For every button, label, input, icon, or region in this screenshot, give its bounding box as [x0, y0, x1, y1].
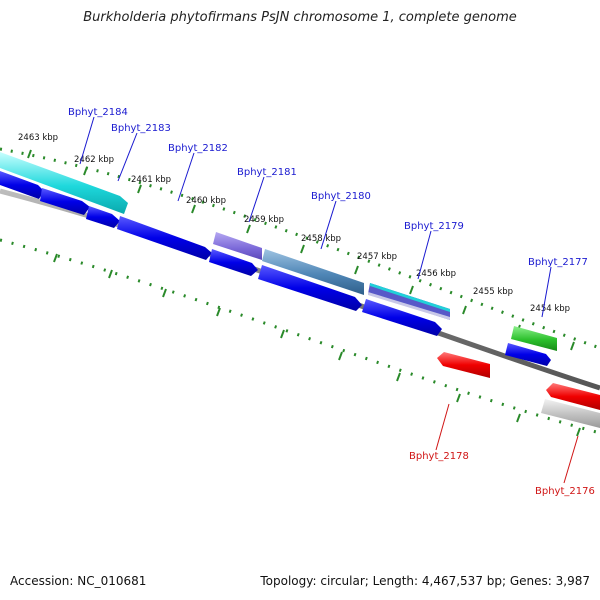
gene-label-bphyt-2176[interactable]: Bphyt_2176 — [535, 486, 595, 497]
gene-grey[interactable] — [541, 399, 600, 428]
kbp-label-2463: 2463 kbp — [18, 133, 58, 143]
kbp-label-2460: 2460 kbp — [186, 196, 226, 206]
upper-tick-row — [0, 147, 600, 350]
gene-label-bphyt-2177[interactable]: Bphyt_2177 — [528, 257, 588, 268]
gene-label-bphyt-2183[interactable]: Bphyt_2183 — [111, 123, 171, 134]
gene-bphyt-2179-stripe — [370, 283, 450, 312]
gene-bphyt-2180[interactable] — [262, 249, 364, 295]
gene-blue-6[interactable] — [258, 265, 362, 311]
gene-blue-5[interactable] — [209, 249, 258, 276]
page-title: Burkholderia phytofirmans PsJN chromosom… — [83, 10, 517, 25]
accession-text: Accession: NC_010681 — [10, 574, 147, 588]
leader-lines — [79, 116, 579, 484]
kbp-label-2459: 2459 kbp — [244, 215, 284, 225]
gene-blue-1[interactable] — [0, 171, 44, 199]
gene-bphyt-2184[interactable] — [0, 152, 128, 214]
kbp-label-2462: 2462 kbp — [74, 155, 114, 165]
gene-bphyt-2177[interactable] — [511, 326, 557, 351]
gene-label-bphyt-2180[interactable]: Bphyt_2180 — [311, 191, 371, 202]
upper-major-ticks — [27, 149, 575, 351]
gene-blue-7[interactable] — [362, 299, 442, 336]
gene-label-bphyt-2182[interactable]: Bphyt_2182 — [168, 143, 228, 154]
gene-blue-8[interactable] — [505, 343, 551, 366]
gene-blue-2[interactable] — [40, 188, 90, 215]
lower-major-ticks — [53, 253, 581, 437]
gene-blue-4[interactable] — [117, 216, 212, 260]
kbp-label-2457: 2457 kbp — [357, 252, 397, 262]
genome-summary-text: Topology: circular; Length: 4,467,537 bp… — [260, 574, 590, 588]
gene-label-bphyt-2184[interactable]: Bphyt_2184 — [68, 107, 128, 118]
gene-label-bphyt-2178[interactable]: Bphyt_2178 — [409, 451, 469, 462]
kbp-label-group: 2463 kbp 2462 kbp 2461 kbp 2460 kbp 2459… — [18, 133, 570, 314]
gene-bphyt-2179-shade — [368, 292, 450, 320]
kbp-label-2455: 2455 kbp — [473, 287, 513, 297]
kbp-label-2456: 2456 kbp — [416, 269, 456, 279]
gene-blue-3[interactable] — [86, 206, 120, 228]
gene-bphyt-2178[interactable] — [437, 352, 490, 378]
gene-label-group: Bphyt_2184 Bphyt_2183 Bphyt_2182 Bphyt_2… — [68, 107, 595, 497]
gene-bphyt-2181[interactable] — [213, 232, 262, 260]
kbp-label-2454: 2454 kbp — [530, 304, 570, 314]
gene-bphyt-2176[interactable] — [546, 383, 600, 410]
kbp-label-2461: 2461 kbp — [131, 175, 171, 185]
kbp-label-2458: 2458 kbp — [301, 234, 341, 244]
gene-label-bphyt-2181[interactable]: Bphyt_2181 — [237, 167, 297, 178]
gene-label-bphyt-2179[interactable]: Bphyt_2179 — [404, 221, 464, 232]
